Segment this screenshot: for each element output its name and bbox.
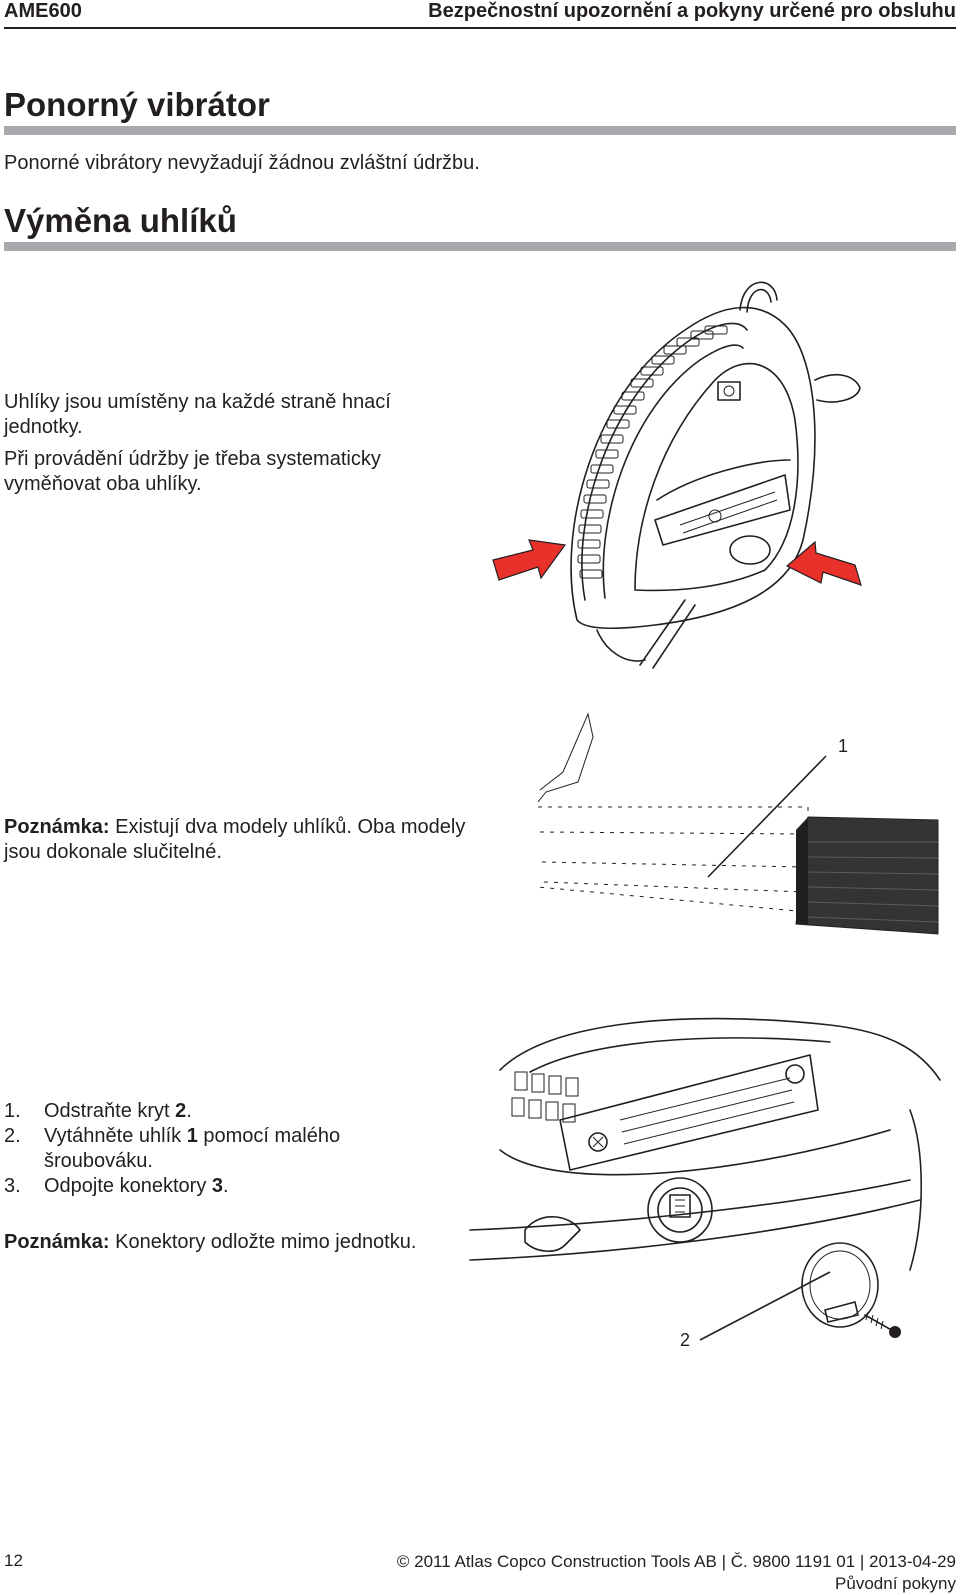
cover-removal-figure: 2 <box>469 1017 941 1350</box>
cover-callout-label: 2 <box>680 1330 690 1350</box>
grip-ribs <box>577 325 728 579</box>
step-number: 1. <box>4 1100 21 1122</box>
note-connectors: Poznámka: Konektory odložte mimo jednotk… <box>4 1230 474 1255</box>
note-label: Poznámka: <box>4 816 110 838</box>
motor-housing-figure <box>492 281 862 669</box>
footer-info: © 2011 Atlas Copco Construction Tools AB… <box>397 1551 956 1595</box>
step-item: 1. Odstraňte kryt 2. <box>4 1099 404 1124</box>
step-text: Odpojte konektory <box>44 1175 212 1197</box>
arrow-left <box>492 539 567 581</box>
note-brush-models: Poznámka: Existují dva modely uhlíků. Ob… <box>4 815 474 865</box>
step-text-end: . <box>223 1175 229 1197</box>
step-text: Vytáhněte uhlík <box>44 1125 187 1147</box>
procedure-steps: 1. Odstraňte kryt 2. 2. Vytáhněte uhlík 1 … <box>4 1099 404 1199</box>
step-number: 3. <box>4 1175 21 1197</box>
copyright: © 2011 Atlas Copco Construction Tools AB… <box>396 1552 956 1571</box>
section-divider <box>4 242 956 251</box>
section-title-brushes: Výměna uhlíků <box>4 202 237 239</box>
note-text: Konektory odložte mimo jednotku. <box>109 1231 417 1253</box>
arrow-right <box>785 540 862 586</box>
step-ref: 2 <box>175 1100 187 1122</box>
header-section-title: Bezpečnostní upozornění a pokyny určené … <box>428 0 956 22</box>
step-text: Odstraňte kryt <box>44 1100 176 1122</box>
step-ref: 3 <box>211 1175 223 1197</box>
brushes-location-text: Uhlíky jsou umístěny na každé straně hna… <box>4 391 391 438</box>
section-title-vibrator: Ponorný vibrátor <box>4 86 270 123</box>
note-label: Poznámka: <box>4 1231 110 1253</box>
step-ref: 1 <box>186 1125 198 1147</box>
brush-callout-label: 1 <box>838 736 848 756</box>
section-divider <box>4 126 956 135</box>
model-name: AME600 <box>4 0 82 22</box>
step-item: 3. Odpojte konektory 3. <box>4 1174 404 1199</box>
brushes-replace-text: Při provádění údržby je třeba systematic… <box>4 448 381 495</box>
header-divider <box>4 27 956 29</box>
step-text-end: . <box>186 1100 192 1122</box>
step-item: 2. Vytáhněte uhlík 1 pomocí malého šroubo… <box>4 1124 404 1174</box>
step-text-end: pomocí malého šroubováku. <box>44 1125 341 1172</box>
page-number: 12 <box>4 1551 23 1570</box>
step-number: 2. <box>4 1125 21 1147</box>
note-text: Existují dva modely uhlíků. Oba modely j… <box>4 816 466 863</box>
carbon-brush-figure: 1 <box>537 712 939 935</box>
original-instructions: Původní pokyny <box>835 1574 956 1593</box>
vibrator-text: Ponorné vibrátory nevyžadují žádnou zvlá… <box>4 152 480 174</box>
